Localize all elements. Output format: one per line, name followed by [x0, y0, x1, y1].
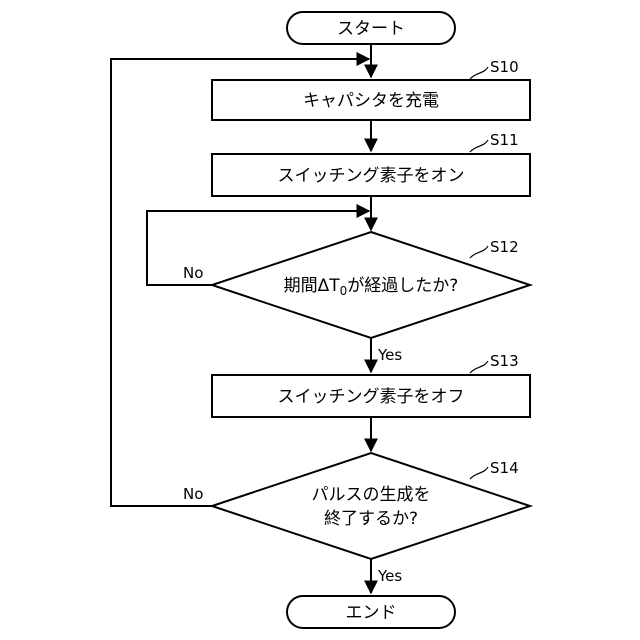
- start-terminal: スタート: [287, 12, 455, 44]
- s12-label-main: 期間ΔT: [284, 276, 341, 296]
- s11-label: スイッチング素子をオン: [278, 166, 465, 186]
- s10-step-label: S10: [490, 58, 519, 76]
- s12-label-sub: 0: [340, 284, 348, 298]
- s14-label-line1: パルスの生成を: [312, 485, 431, 505]
- s12-no-label: No: [183, 264, 203, 282]
- s13-label: スイッチング素子をオフ: [278, 387, 465, 407]
- start-label: スタート: [337, 19, 405, 39]
- s14-step-label: S14: [490, 459, 519, 477]
- decision-s12: 期間ΔT0が経過したか? S12: [212, 232, 530, 338]
- s12-label-tail: が経過したか?: [347, 276, 458, 296]
- s14-no-label: No: [183, 485, 203, 503]
- s10-label: キャパシタを充電: [303, 91, 439, 111]
- s11-step-label: S11: [490, 131, 519, 149]
- end-label: エンド: [346, 603, 397, 623]
- s12-label: 期間ΔT0が経過したか?: [284, 276, 459, 298]
- end-terminal: エンド: [287, 596, 455, 628]
- s14-yes-label: Yes: [377, 567, 402, 585]
- s12-yes-label: Yes: [377, 346, 402, 364]
- s12-step-label: S12: [490, 238, 519, 256]
- s14-label-line2: 終了するか?: [324, 509, 418, 529]
- s13-step-label: S13: [490, 352, 519, 370]
- decision-s14: パルスの生成を 終了するか? S14: [212, 453, 530, 559]
